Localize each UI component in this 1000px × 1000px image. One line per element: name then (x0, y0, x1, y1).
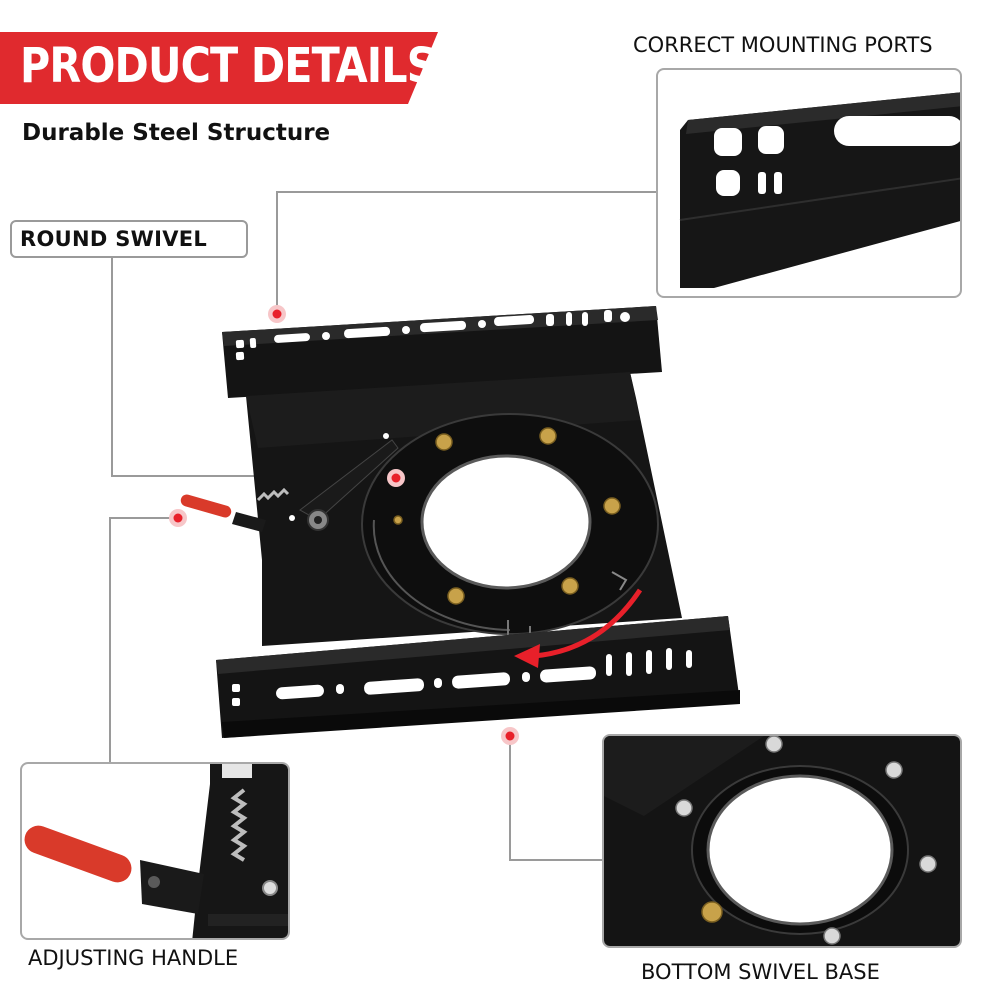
red-dot-icon (387, 469, 405, 487)
swivel-lever (180, 433, 399, 532)
inset-adjusting-handle (20, 762, 290, 940)
callout-adjusting-handle-label: ADJUSTING HANDLE (28, 946, 239, 970)
red-dot-icon (169, 509, 187, 527)
leader-line-mounting-ports (276, 191, 656, 312)
callout-round-swivel-box (10, 220, 248, 258)
adjusting-handle-closeup (24, 764, 288, 938)
round-swivel-disc (361, 413, 659, 637)
curved-arrow-left-icon (514, 588, 643, 668)
top-mounting-rail (222, 306, 662, 398)
inset-bottom-swivel-base (602, 734, 962, 948)
page-title: PRODUCT DETAILS (20, 38, 436, 94)
inset-mounting-ports (656, 68, 962, 298)
leader-line-adjusting-handle (109, 517, 178, 762)
page-subtitle: Durable Steel Structure (22, 120, 331, 146)
header-banner (0, 32, 438, 104)
banner-shape (0, 32, 438, 104)
callout-round-swivel-label: ROUND SWIVEL (20, 227, 208, 251)
handle-grip (24, 825, 132, 883)
bottom-swivel-base-closeup (604, 736, 960, 946)
red-dot-icon (501, 727, 519, 745)
marker-dots (169, 305, 519, 745)
leader-line-bottom-swivel-base (509, 738, 602, 861)
handle-grip (180, 494, 232, 518)
red-dot-icon (268, 305, 286, 323)
mounting-ports-closeup (679, 92, 960, 288)
callout-bottom-swivel-base-label: BOTTOM SWIVEL BASE (641, 960, 880, 984)
callout-mounting-ports-label: CORRECT MOUNTING PORTS (633, 33, 933, 57)
